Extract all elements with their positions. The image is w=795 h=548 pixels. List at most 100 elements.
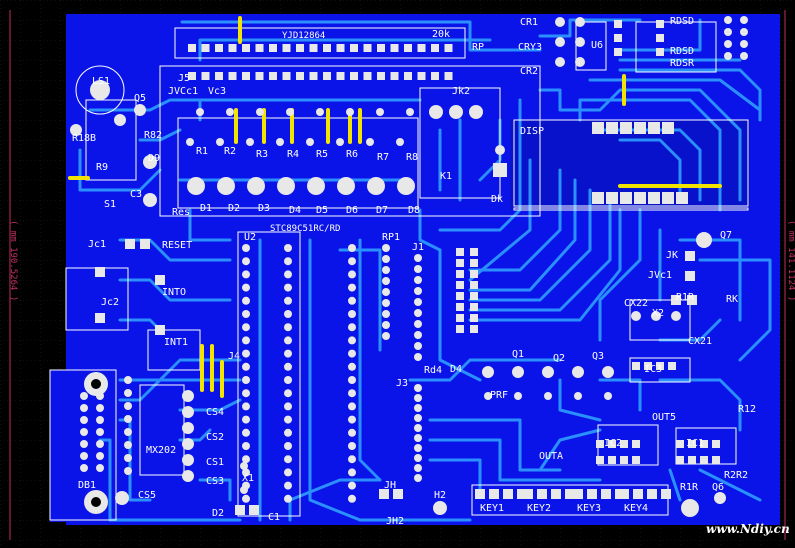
pad bbox=[348, 336, 356, 345]
pad bbox=[404, 44, 412, 52]
pad bbox=[575, 17, 585, 27]
pad bbox=[414, 276, 422, 284]
pad bbox=[182, 390, 194, 402]
pad bbox=[348, 494, 356, 503]
pad bbox=[740, 40, 748, 48]
pad bbox=[336, 138, 344, 146]
pad bbox=[573, 489, 583, 499]
pad bbox=[651, 311, 661, 321]
pad bbox=[348, 244, 356, 252]
trace bbox=[288, 478, 382, 522]
pad bbox=[80, 404, 88, 412]
pad bbox=[282, 72, 291, 80]
component-label-c1: C1 bbox=[268, 512, 281, 523]
trace bbox=[468, 158, 532, 282]
pad bbox=[565, 489, 575, 499]
component-label-r1r: R1R bbox=[676, 292, 695, 303]
component-label-int1: INT1 bbox=[164, 337, 189, 348]
pad bbox=[634, 192, 646, 204]
component-label-d9: D9 bbox=[148, 153, 161, 164]
pad bbox=[544, 392, 552, 400]
component-label-ic2: IC2 bbox=[604, 438, 623, 449]
component-label-r2: R2 bbox=[224, 146, 237, 157]
pad bbox=[336, 72, 345, 80]
pad bbox=[414, 309, 422, 317]
trace bbox=[408, 358, 562, 382]
pad bbox=[284, 376, 292, 384]
component-label-rp1: RP1 bbox=[382, 232, 401, 243]
pad bbox=[363, 72, 372, 80]
pad bbox=[456, 303, 464, 311]
pad bbox=[284, 415, 292, 424]
pad bbox=[661, 489, 671, 499]
component-label-cs1: CS1 bbox=[206, 457, 225, 468]
pad bbox=[143, 155, 157, 169]
pad bbox=[242, 336, 250, 345]
pad bbox=[348, 455, 356, 464]
pad bbox=[700, 440, 708, 448]
pad bbox=[309, 44, 318, 52]
component-label-db1: DB1 bbox=[78, 480, 97, 491]
component-label-q5: Q5 bbox=[134, 93, 147, 104]
pad bbox=[284, 336, 292, 345]
pad bbox=[348, 415, 356, 424]
pad bbox=[444, 72, 453, 80]
pad bbox=[414, 424, 422, 432]
trace bbox=[558, 378, 602, 422]
component-label-d4b: D4 bbox=[450, 364, 463, 375]
trace bbox=[418, 208, 442, 252]
trace bbox=[438, 98, 522, 232]
pad bbox=[724, 40, 732, 48]
pad bbox=[284, 455, 292, 464]
pad bbox=[348, 481, 356, 490]
pad bbox=[406, 108, 414, 116]
trace bbox=[308, 238, 472, 522]
component-label-u2: U2 bbox=[244, 232, 257, 243]
pad bbox=[124, 441, 132, 449]
pad bbox=[284, 244, 292, 252]
pad bbox=[712, 440, 720, 448]
pad bbox=[242, 296, 250, 305]
component-label-yjd: YJD12864 bbox=[282, 31, 326, 41]
pad bbox=[456, 248, 464, 256]
pad bbox=[242, 376, 250, 384]
trace bbox=[538, 18, 642, 38]
component-label-disp: DISP bbox=[520, 126, 545, 137]
pad bbox=[337, 177, 355, 195]
pad bbox=[648, 192, 660, 204]
component-label-cx21: CX21 bbox=[688, 336, 713, 347]
pad bbox=[662, 122, 674, 134]
pad bbox=[242, 402, 250, 411]
pad bbox=[671, 311, 681, 321]
pad bbox=[125, 239, 135, 249]
pad bbox=[396, 138, 404, 146]
component-label-cs4: CS4 bbox=[206, 407, 225, 418]
pad bbox=[631, 311, 641, 321]
pad bbox=[574, 392, 582, 400]
pad bbox=[470, 325, 478, 333]
pad bbox=[619, 489, 629, 499]
component-label-q6: Q6 bbox=[712, 482, 725, 493]
pad bbox=[456, 281, 464, 289]
pad bbox=[555, 17, 565, 27]
pad bbox=[632, 440, 640, 448]
component-label-cr2: CR2 bbox=[520, 66, 539, 77]
pad bbox=[414, 331, 422, 339]
trace bbox=[598, 208, 642, 342]
component-label-q1: Q1 bbox=[512, 349, 525, 360]
pad bbox=[382, 332, 390, 340]
component-label-rp: RP bbox=[472, 42, 485, 53]
component-label-x1: X1 bbox=[242, 473, 255, 484]
component-label-d7: D7 bbox=[376, 205, 389, 216]
pad bbox=[188, 72, 196, 80]
trace bbox=[618, 18, 702, 52]
pad bbox=[714, 492, 726, 504]
pad bbox=[284, 442, 292, 450]
pad bbox=[724, 52, 732, 60]
pad bbox=[470, 259, 478, 267]
trace bbox=[468, 168, 562, 272]
pad bbox=[390, 44, 399, 52]
pad bbox=[656, 34, 664, 42]
pad bbox=[350, 44, 358, 52]
component-label-reset: RESET bbox=[162, 240, 193, 251]
